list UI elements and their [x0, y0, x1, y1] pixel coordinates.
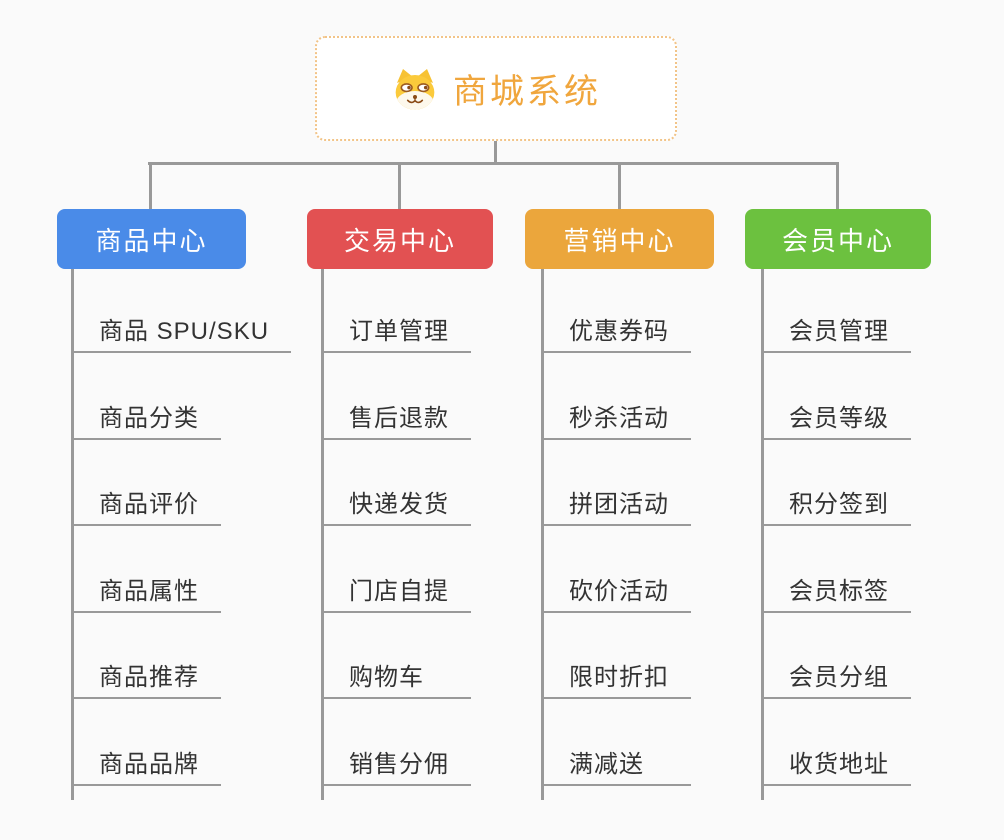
root-node[interactable]: 商城系统 — [315, 36, 677, 141]
branch-node-product-center[interactable]: 商品中心 — [57, 209, 246, 269]
drop-connector — [836, 162, 839, 210]
branch-label: 营销中心 — [563, 225, 676, 256]
drop-connector — [618, 162, 621, 210]
mindmap-item[interactable]: 收货地址 — [761, 744, 911, 786]
branch-label: 交易中心 — [343, 225, 456, 256]
branch-column-trade: 订单管理 售后退款 快递发货 门店自提 购物车 销售分佣 — [321, 269, 571, 800]
mindmap-item[interactable]: 商品推荐 — [71, 657, 221, 700]
column-spine-connector — [321, 269, 324, 800]
mindmap-item[interactable]: 拼团活动 — [541, 484, 691, 527]
mindmap-item[interactable]: 快递发货 — [321, 484, 471, 527]
column-spine-connector — [761, 269, 764, 800]
mindmap-item[interactable]: 购物车 — [321, 657, 471, 700]
branch-label: 会员中心 — [781, 225, 894, 256]
drop-connector — [149, 162, 152, 210]
mindmap-item[interactable]: 商品属性 — [71, 571, 221, 613]
branch-node-trade-center[interactable]: 交易中心 — [307, 209, 493, 269]
mindmap-item[interactable]: 优惠券码 — [541, 311, 691, 353]
mindmap-item[interactable]: 会员等级 — [761, 398, 911, 440]
mindmap-item[interactable]: 砍价活动 — [541, 571, 691, 613]
root-title: 商城系统 — [453, 73, 601, 111]
mindmap-item[interactable]: 商品分类 — [71, 398, 221, 440]
mindmap-item[interactable]: 满减送 — [541, 744, 691, 786]
dog-face-icon — [395, 68, 435, 110]
branch-node-marketing-center[interactable]: 营销中心 — [525, 209, 714, 269]
branch-column-marketing: 优惠券码 秒杀活动 拼团活动 砍价活动 限时折扣 满减送 — [541, 269, 791, 800]
column-spine-connector — [541, 269, 544, 800]
mindmap-item[interactable]: 积分签到 — [761, 484, 911, 527]
mindmap-item[interactable]: 会员分组 — [761, 657, 911, 700]
branch-label: 商品中心 — [95, 225, 208, 256]
mindmap-item[interactable]: 售后退款 — [321, 398, 471, 440]
mindmap-item[interactable]: 商品 SPU/SKU — [71, 311, 292, 353]
branch-column-product: 商品 SPU/SKU 商品分类 商品评价 商品属性 商品推荐 商品品牌 — [71, 269, 321, 800]
column-spine-connector — [71, 269, 74, 800]
branch-node-member-center[interactable]: 会员中心 — [745, 209, 931, 269]
mindmap-item[interactable]: 商品评价 — [71, 484, 221, 527]
mindmap-item[interactable]: 限时折扣 — [541, 657, 691, 700]
mindmap-item[interactable]: 订单管理 — [321, 311, 471, 353]
drop-connector — [398, 162, 401, 210]
mindmap-item[interactable]: 门店自提 — [321, 571, 471, 613]
mindmap-item[interactable]: 秒杀活动 — [541, 398, 691, 440]
mindmap-item[interactable]: 销售分佣 — [321, 744, 471, 786]
branch-rail-connector — [148, 162, 839, 165]
mindmap-item[interactable]: 商品品牌 — [71, 744, 221, 786]
trunk-connector — [494, 141, 497, 164]
mindmap-item[interactable]: 会员管理 — [761, 311, 911, 353]
branch-column-member: 会员管理 会员等级 积分签到 会员标签 会员分组 收货地址 — [761, 269, 1004, 800]
mindmap-item[interactable]: 会员标签 — [761, 571, 911, 613]
